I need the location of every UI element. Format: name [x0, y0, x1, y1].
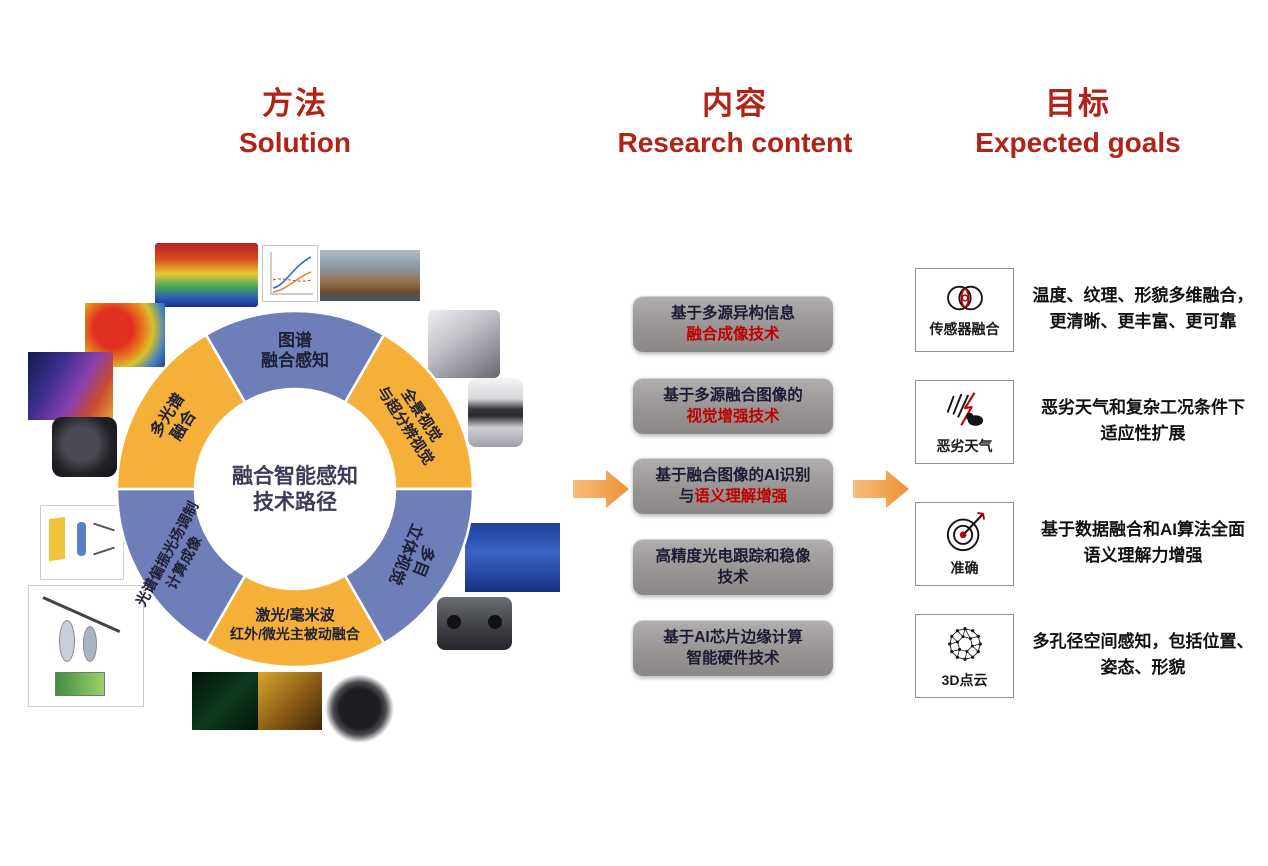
research-box-ai-recognition: 基于融合图像的AI识别 与语义理解增强 [633, 458, 833, 514]
thumbnail-optical-lens-diagram [40, 505, 124, 580]
header-solution-zh: 方法 [262, 86, 328, 121]
thumbnail-optical-path-diagram [28, 585, 144, 707]
segment-label: 激光/毫米波 [255, 606, 335, 624]
ring-center-title-line1: 融合智能感知 [232, 464, 358, 488]
thumbnail-warehouse-boxes [465, 523, 560, 592]
thumbnail-stereo-camera [437, 597, 512, 650]
thumbnail-line-chart [262, 245, 318, 302]
goal-box-bad-weather: 恶劣天气 [915, 380, 1014, 464]
bad-weather-icon [946, 391, 983, 426]
stereo-camera-lens [488, 615, 502, 629]
header-content-en: Research content [617, 127, 853, 158]
header-research-content: 内容 Research content [595, 78, 875, 159]
research-box-line1: 高精度光电跟踪和稳像 [655, 548, 811, 565]
optics-sensor-array [55, 672, 105, 696]
goal-desc-accuracy: 基于数据融合和AI算法全面 语义理解力增强 [1041, 520, 1245, 565]
ring-segment-upper-left [115, 333, 247, 491]
research-box-line1: 基于多源异构信息 [670, 305, 795, 322]
goal-box-sensor-fusion: 传感器融合 [915, 268, 1014, 352]
research-box-fusion-imaging: 基于多源异构信息 融合成像技术 [633, 296, 833, 352]
thumbnail-multi-camera-cube [428, 310, 500, 378]
segment-label: 红外/微光主被动融合 [230, 626, 361, 642]
ring-center-circle [197, 391, 393, 587]
research-box-line1: 基于融合图像的AI识别 [655, 467, 811, 484]
stereo-camera-lens [447, 615, 461, 629]
optics-lens-ellipse [59, 620, 75, 662]
goal-box-3d-point-cloud: 3D点云 [915, 614, 1014, 698]
optics-blue-lens [77, 522, 86, 556]
thumbnail-spectral-image [28, 352, 113, 420]
segment-label: 图谱 [278, 330, 312, 350]
header-expected-goals: 目标 Expected goals [928, 78, 1228, 159]
research-box-visual-enhancement: 基于多源融合图像的 视觉增强技术 [633, 378, 833, 434]
goal-label: 3D点云 [941, 671, 988, 688]
optics-lens-ellipse [83, 626, 97, 662]
sensor-fusion-icon [946, 285, 983, 310]
header-solution-en: Solution [239, 127, 351, 158]
right-arrow-icon [853, 470, 909, 508]
research-box-line2: 融合成像技术 [686, 326, 780, 343]
header-goals-en: Expected goals [975, 127, 1181, 158]
accuracy-target-icon [946, 511, 985, 551]
research-box-line1: 基于AI芯片边缘计算 [663, 629, 803, 646]
point-cloud-icon [947, 626, 982, 661]
solution-ring-diagram: 图谱 融合感知 全景视觉 与超分辨视觉 多目 立体视觉 激光/毫米波 红外/微光… [115, 309, 475, 669]
research-box-line1: 基于多源融合图像的 [663, 387, 803, 404]
goal-label: 准确 [950, 559, 979, 576]
thumbnail-gimbal-camera [322, 668, 397, 742]
goal-label: 传感器融合 [929, 320, 1000, 337]
research-box-edge-computing: 基于AI芯片边缘计算 智能硬件技术 [633, 620, 833, 676]
header-goals-zh: 目标 [1045, 86, 1111, 121]
line-chart-graphic [270, 252, 313, 295]
segment-label: 融合感知 [261, 350, 329, 370]
thumbnail-pipeline-panorama [320, 250, 420, 301]
research-box-line2: 与语义理解增强 [678, 488, 788, 505]
thumbnail-thermal-surface-cube [155, 243, 258, 307]
research-box-line2: 技术 [717, 569, 749, 586]
header-content-zh: 内容 [702, 86, 768, 121]
goal-box-accuracy: 准确 [915, 502, 1014, 586]
thumbnail-night-vision-image [192, 672, 258, 730]
research-box-tracking-stabilization: 高精度光电跟踪和稳像 技术 [633, 539, 833, 595]
goal-desc-sensor-fusion: 温度、纹理、形貌多维融合， 更清晰、更丰富、更可靠 [1032, 286, 1254, 331]
goal-desc-point-cloud: 多孔径空间感知，包括位置、 姿态、形貌 [1032, 632, 1254, 677]
goal-label: 恶劣天气 [936, 437, 993, 454]
goal-desc-bad-weather: 恶劣天气和复杂工况条件下 适应性扩展 [1041, 398, 1245, 443]
research-box-line2: 视觉增强技术 [686, 408, 780, 425]
ring-center-title-line2: 技术路径 [253, 490, 337, 514]
thumbnail-ptz-camera [468, 378, 523, 447]
header-solution: 方法 Solution [175, 78, 415, 159]
optics-yellow-element [49, 516, 65, 562]
thumbnail-thermal-scene [258, 672, 322, 730]
thumbnail-camera-lens [52, 417, 117, 477]
research-box-line2: 智能硬件技术 [686, 650, 780, 667]
right-arrow-icon [573, 470, 629, 508]
